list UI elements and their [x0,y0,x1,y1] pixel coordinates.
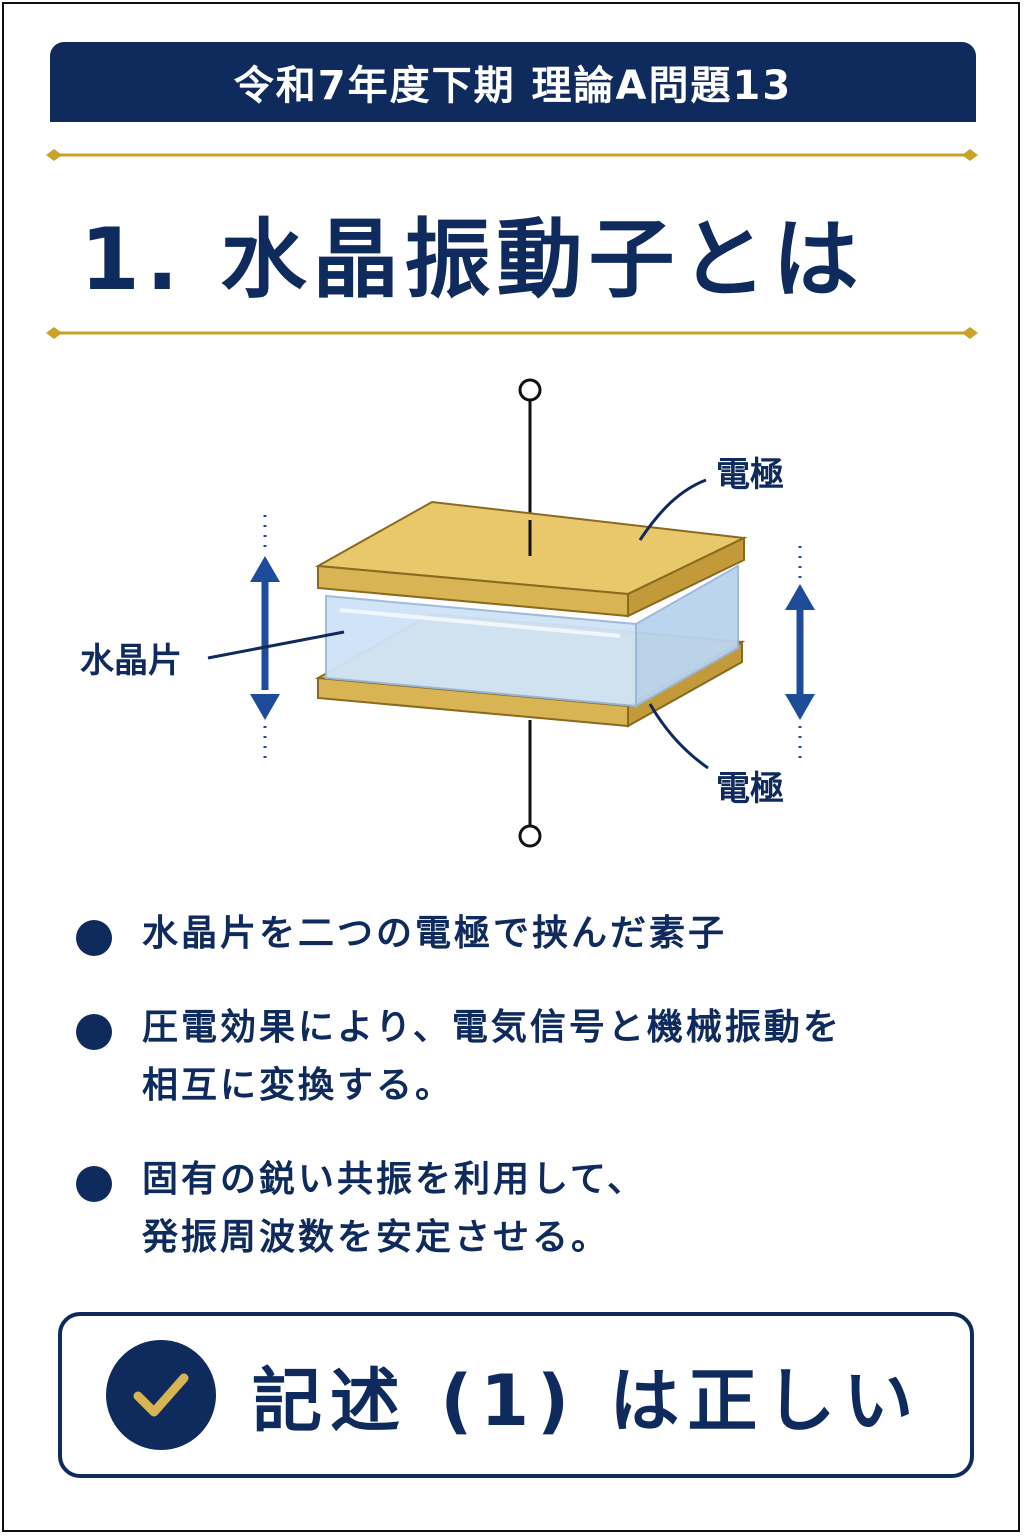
left-vibration-arrow-icon [250,515,280,760]
bottom-electrode-leader [648,703,709,770]
bullet-text-line-2: 相互に変換する。 [142,1065,455,1106]
crystal-plate [325,564,739,708]
bullet-item-3: 固有の鋭い共振を利用して、 発振周波数を安定させる。 [72,1151,972,1267]
bullet-dot-icon [76,1014,112,1050]
crystal-label: 水晶片 [80,641,182,681]
top-electrode-label: 電極 [716,455,784,495]
bullet-list: 水晶片を二つの電極で挟んだ素子 圧電効果により、電気信号と機械振動を 相互に変換… [72,905,972,1267]
bottom-terminal [518,824,542,848]
header-bar: 令和7年度下期 理論A問題13 [50,42,976,122]
bullet-dot-icon [76,920,112,956]
bullet-dot-icon [76,1166,112,1202]
crystal-oscillator-diagram: 電極 水晶片 電極 [80,378,815,848]
conclusion-text: 記述 (1) は正しい [252,1359,922,1442]
bullet-text-line-2: 発振周波数を安定させる。 [142,1217,611,1258]
crystal-leader [207,630,345,660]
bullet-text-line-1: 固有の鋭い共振を利用して、 [142,1159,647,1200]
bullet-text: 水晶片を二つの電極で挟んだ素子 [142,913,728,954]
gold-divider-bottom [46,327,978,339]
conclusion-box: 記述 (1) は正しい [58,1312,974,1478]
bottom-electrode-label: 電極 [716,769,784,809]
bullet-item-1: 水晶片を二つの電極で挟んだ素子 [72,905,972,963]
top-terminal [518,378,542,402]
bullet-item-2: 圧電効果により、電気信号と機械振動を 相互に変換する。 [72,999,972,1115]
bullet-text-line-1: 圧電効果により、電気信号と機械振動を [142,1007,842,1048]
header-title: 令和7年度下期 理論A問題13 [233,63,793,109]
section-title: 1. 水晶振動子とは [80,196,960,310]
section-title-text: 1. 水晶振動子とは [80,209,865,310]
gold-divider-top [46,149,978,161]
right-vibration-arrow-icon [785,546,815,760]
top-electrode-leader [638,478,707,541]
check-icon [106,1340,216,1450]
